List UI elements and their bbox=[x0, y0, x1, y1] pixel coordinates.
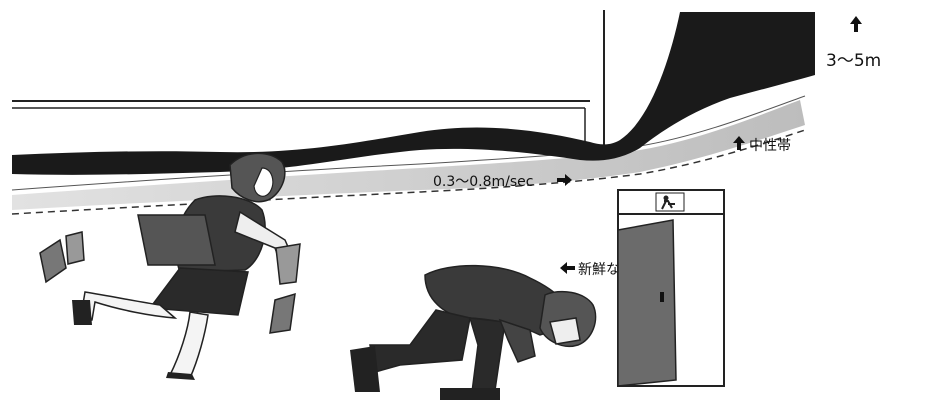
svg-text:0.3〜0.8m/sec: 0.3〜0.8m/sec bbox=[433, 174, 534, 190]
ceiling bbox=[12, 10, 604, 150]
left-arrow-icon bbox=[560, 262, 575, 274]
crouching-man-figure bbox=[350, 266, 596, 400]
svg-text:3〜5m: 3〜5m bbox=[826, 51, 881, 71]
door-panel bbox=[618, 220, 676, 386]
exit-door bbox=[618, 190, 724, 386]
svg-text:中性帯: 中性帯 bbox=[749, 138, 791, 154]
up-arrow-icon bbox=[850, 16, 862, 32]
exit-sign-icon bbox=[656, 193, 684, 211]
smoke-height-label: 3〜5m bbox=[826, 16, 881, 71]
